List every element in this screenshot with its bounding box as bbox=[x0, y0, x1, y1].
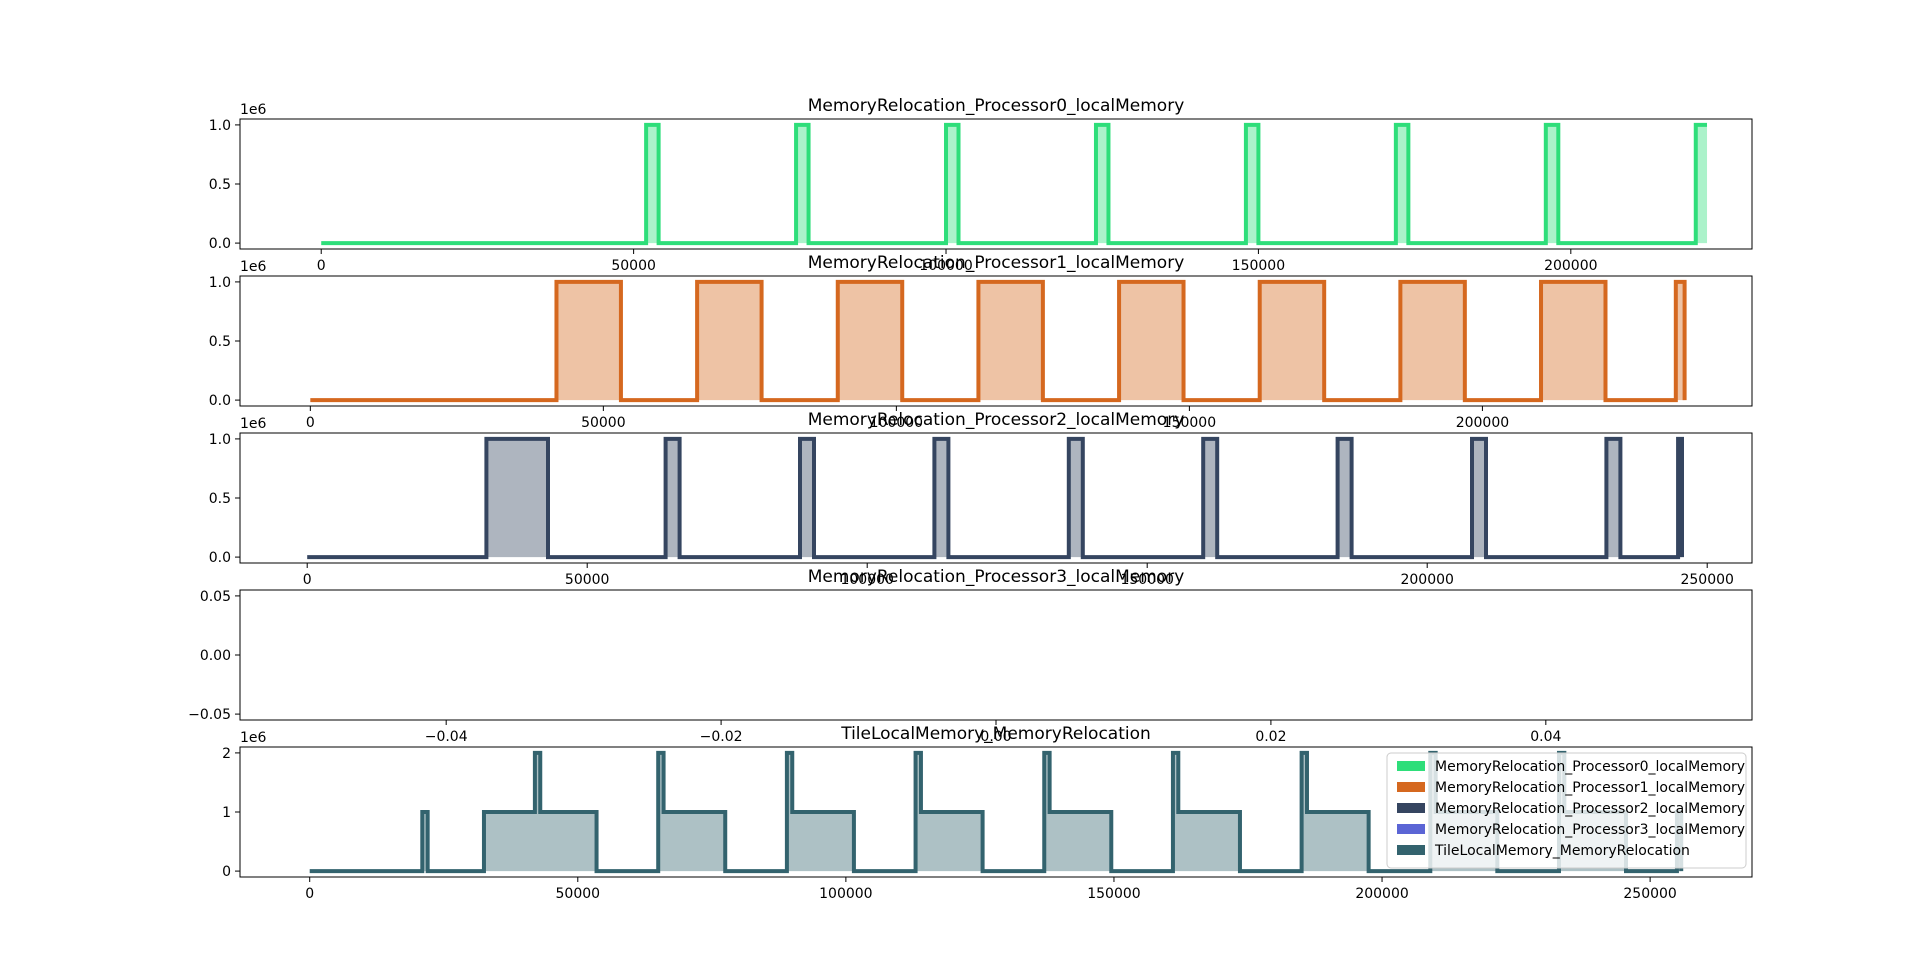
y-offset-label-1: 1e6 bbox=[240, 259, 267, 275]
x-tick-label-2-4: 200000 bbox=[1400, 572, 1453, 588]
legend-label-0: MemoryRelocation_Processor0_localMemory bbox=[1435, 759, 1745, 775]
x-tick-label-0-1: 50000 bbox=[611, 258, 656, 274]
legend: MemoryRelocation_Processor0_localMemoryM… bbox=[1386, 752, 1747, 869]
x-tick-label-0-3: 150000 bbox=[1232, 258, 1285, 274]
x-tick-label-1-3: 150000 bbox=[1163, 415, 1216, 431]
legend-swatch-4 bbox=[1397, 845, 1425, 855]
x-tick-label-1-0: 0 bbox=[306, 415, 315, 431]
x-tick-label-0-2: 100000 bbox=[919, 258, 972, 274]
series-line-2-0 bbox=[307, 436, 1684, 560]
x-tick-label-4-3: 150000 bbox=[1087, 886, 1140, 902]
series-area-4-0 bbox=[309, 752, 1682, 872]
y-tick-label-3-2: 0.05 bbox=[200, 589, 231, 605]
y-tick-label-1-1: 0.5 bbox=[209, 334, 231, 350]
y-tick-label-0-1: 0.5 bbox=[209, 177, 231, 193]
subplot-title-0: MemoryRelocation_Processor0_localMemory bbox=[808, 96, 1185, 116]
series-area-1-0 bbox=[310, 281, 1685, 401]
y-tick-label-0-0: 0.0 bbox=[209, 236, 231, 252]
legend-label-3: MemoryRelocation_Processor3_localMemory bbox=[1435, 822, 1745, 838]
x-tick-label-3-3: 0.02 bbox=[1255, 729, 1286, 745]
y-offset-label-2: 1e6 bbox=[240, 416, 267, 432]
legend-swatch-2 bbox=[1397, 803, 1425, 813]
legend-box bbox=[1386, 752, 1747, 869]
series-line-0-0 bbox=[321, 122, 1708, 246]
x-tick-label-2-2: 100000 bbox=[840, 572, 893, 588]
subplot-title-4: TileLocalMemory_MemoryRelocation bbox=[840, 724, 1151, 744]
subplot-title-1: MemoryRelocation_Processor1_localMemory bbox=[808, 253, 1185, 273]
x-tick-label-4-0: 0 bbox=[305, 886, 314, 902]
x-tick-label-3-1: −0.02 bbox=[700, 729, 743, 745]
x-tick-label-3-2: 0.00 bbox=[980, 729, 1011, 745]
x-tick-label-4-5: 250000 bbox=[1623, 886, 1676, 902]
y-tick-label-1-2: 1.0 bbox=[209, 275, 231, 291]
x-tick-label-2-0: 0 bbox=[303, 572, 312, 588]
y-tick-label-4-1: 1 bbox=[222, 805, 231, 821]
y-offset-label-4: 1e6 bbox=[240, 730, 267, 746]
legend-label-1: MemoryRelocation_Processor1_localMemory bbox=[1435, 780, 1745, 796]
y-tick-label-2-1: 0.5 bbox=[209, 491, 231, 507]
y-tick-label-1-0: 0.0 bbox=[209, 393, 231, 409]
x-tick-label-4-1: 50000 bbox=[556, 886, 601, 902]
x-tick-label-2-3: 150000 bbox=[1120, 572, 1173, 588]
subplot-title-3: MemoryRelocation_Processor3_localMemory bbox=[808, 567, 1185, 587]
y-tick-label-4-2: 2 bbox=[222, 746, 231, 762]
x-tick-label-2-5: 250000 bbox=[1680, 572, 1733, 588]
x-tick-label-0-4: 200000 bbox=[1544, 258, 1597, 274]
x-tick-label-1-4: 200000 bbox=[1456, 415, 1509, 431]
legend-swatch-3 bbox=[1397, 824, 1425, 834]
x-tick-label-4-2: 100000 bbox=[819, 886, 872, 902]
legend-swatch-0 bbox=[1397, 761, 1425, 771]
x-tick-label-2-1: 50000 bbox=[565, 572, 610, 588]
subplot-2: 0 50000 100000 150000 200000 250000 0.0 0.5 1.0 1… bbox=[209, 410, 1753, 588]
series-line-1-0 bbox=[310, 279, 1687, 403]
y-tick-label-3-1: 0.00 bbox=[200, 648, 231, 664]
y-tick-label-2-0: 0.0 bbox=[209, 550, 231, 566]
x-tick-label-1-1: 50000 bbox=[581, 415, 626, 431]
subplot-title-2: MemoryRelocation_Processor2_localMemory bbox=[808, 410, 1185, 430]
x-tick-label-3-4: 0.04 bbox=[1530, 729, 1561, 745]
y-tick-label-3-0: −0.05 bbox=[188, 707, 231, 723]
x-tick-label-1-2: 100000 bbox=[870, 415, 923, 431]
legend-label-2: MemoryRelocation_Processor2_localMemory bbox=[1435, 801, 1745, 817]
x-tick-label-4-4: 200000 bbox=[1355, 886, 1408, 902]
y-tick-label-2-2: 1.0 bbox=[209, 432, 231, 448]
legend-swatch-1 bbox=[1397, 782, 1425, 792]
x-tick-label-3-0: −0.04 bbox=[425, 729, 468, 745]
y-tick-label-0-2: 1.0 bbox=[209, 118, 231, 134]
y-tick-label-4-0: 0 bbox=[222, 864, 231, 880]
subplot-3: −0.04 −0.02 0.00 0.02 0.04 −0.05 0.00 0.05 Memor… bbox=[188, 567, 1753, 745]
legend-label-4: TileLocalMemory_MemoryRelocation bbox=[1434, 843, 1690, 859]
x-tick-label-0-0: 0 bbox=[317, 258, 326, 274]
y-offset-label-0: 1e6 bbox=[240, 102, 267, 118]
